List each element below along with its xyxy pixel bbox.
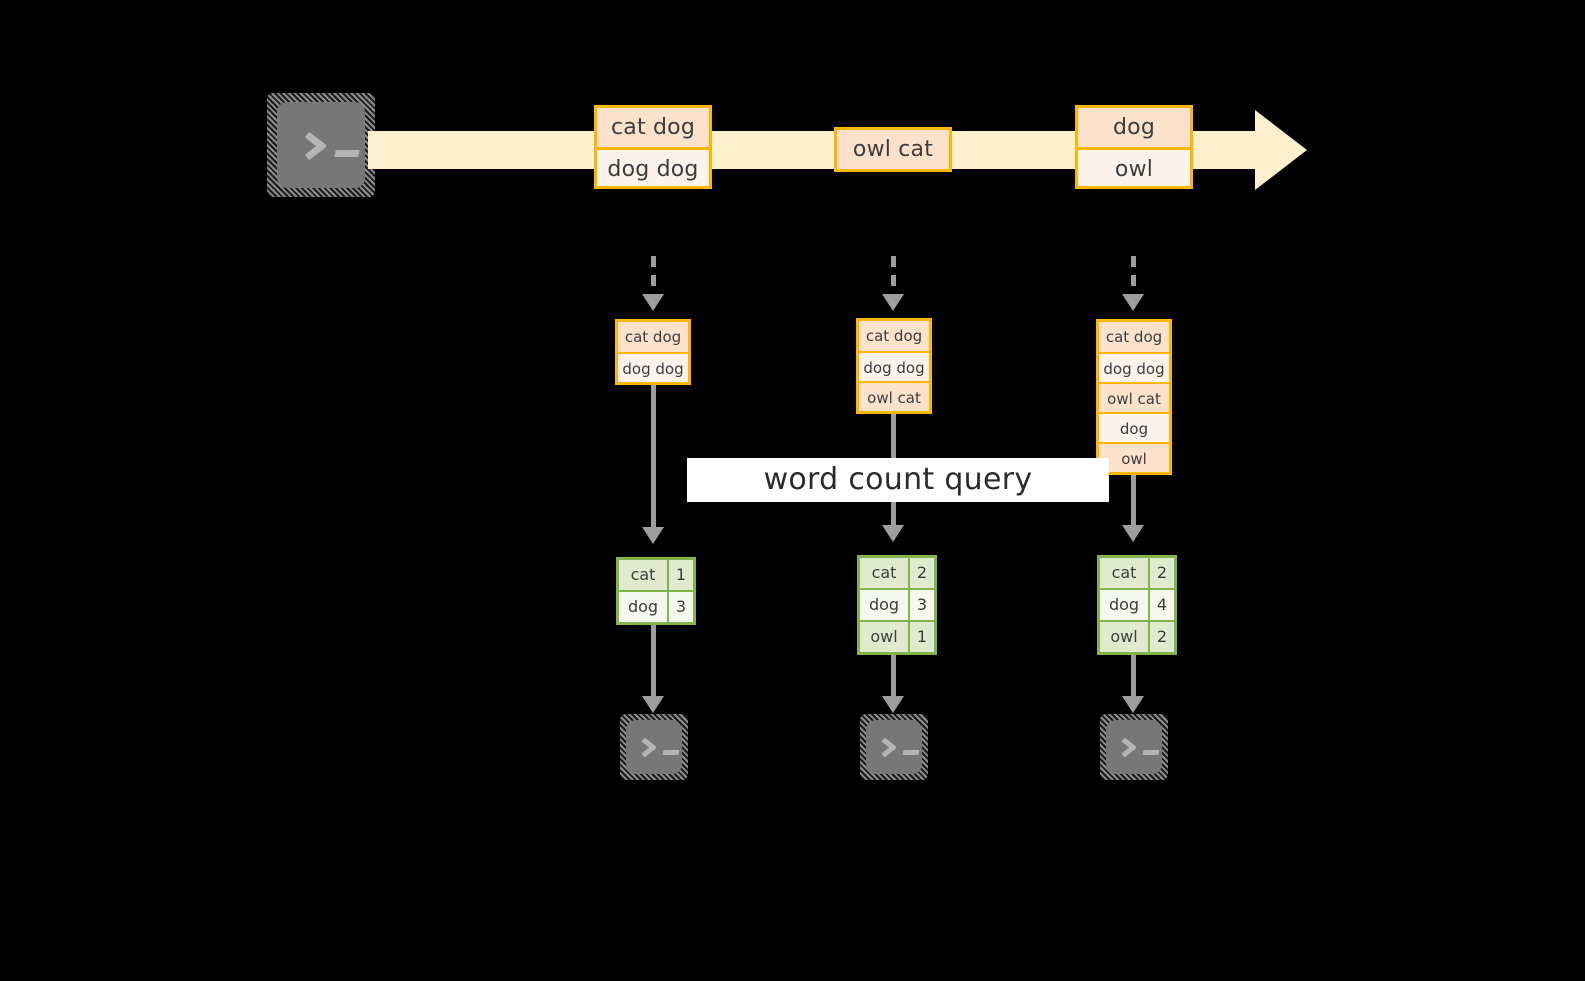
table-row: owl 1 (860, 620, 934, 652)
result-word: owl (860, 622, 908, 652)
terminal-underscore (662, 750, 680, 755)
connector-dashed-2 (891, 256, 896, 295)
stream-event-3: dog owl (1075, 105, 1193, 189)
connector-arrowhead-1 (642, 294, 664, 311)
connector-arrowhead-state-result-2 (882, 525, 904, 542)
stream-arrow-head (1255, 110, 1307, 190)
state-line: dog dog (618, 352, 688, 382)
connector-arrowhead-result-sink-1 (642, 696, 664, 713)
sink-terminal-icon-3 (1100, 714, 1168, 780)
stream-event-line: owl (1078, 147, 1190, 186)
terminal-underscore (902, 750, 920, 755)
result-table-2: cat 2 dog 3 owl 1 (857, 555, 937, 655)
terminal-chevron-lower (881, 744, 897, 758)
stream-event-line: cat dog (597, 108, 709, 147)
table-row: dog 3 (860, 588, 934, 620)
result-count: 1 (667, 560, 693, 590)
state-snapshot-3: cat dog dog dog owl cat dog owl (1096, 319, 1172, 475)
table-row: cat 1 (619, 560, 693, 590)
terminal-underscore (1142, 750, 1160, 755)
connector-arrowhead-3 (1122, 294, 1144, 311)
state-line: dog (1099, 412, 1169, 442)
query-label: word count query (687, 458, 1109, 502)
terminal-body (866, 720, 922, 774)
state-line: cat dog (1099, 322, 1169, 352)
result-count: 3 (667, 592, 693, 622)
state-line: cat dog (859, 321, 929, 351)
table-row: cat 2 (1100, 558, 1174, 588)
table-row: dog 4 (1100, 588, 1174, 620)
connector-result-to-sink-1 (651, 624, 656, 697)
connector-arrowhead-2 (882, 294, 904, 311)
state-snapshot-1: cat dog dog dog (615, 319, 691, 385)
connector-state-to-result-3 (1131, 475, 1136, 526)
terminal-body (626, 720, 682, 774)
table-row: owl 2 (1100, 620, 1174, 652)
result-word: dog (1100, 590, 1148, 620)
stream-event-1: cat dog dog dog (594, 105, 712, 189)
sink-terminal-icon-1 (620, 714, 688, 780)
result-table-3: cat 2 dog 4 owl 2 (1097, 555, 1177, 655)
stream-event-line: owl cat (837, 130, 949, 169)
table-row: cat 2 (860, 558, 934, 588)
result-count: 2 (908, 558, 934, 588)
result-count: 2 (1148, 558, 1174, 588)
result-count: 4 (1148, 590, 1174, 620)
connector-arrowhead-state-result-3 (1122, 525, 1144, 542)
result-word: owl (1100, 622, 1148, 652)
terminal-underscore (334, 150, 360, 157)
result-word: dog (860, 590, 908, 620)
state-line: owl cat (1099, 382, 1169, 412)
sink-terminal-icon-2 (860, 714, 928, 780)
state-line: cat dog (618, 322, 688, 352)
state-line: owl cat (859, 381, 929, 411)
connector-result-to-sink-3 (1131, 653, 1136, 697)
terminal-body (1106, 720, 1162, 774)
connector-result-to-sink-2 (891, 653, 896, 697)
terminal-body (277, 102, 365, 188)
result-table-1: cat 1 dog 3 (616, 557, 696, 625)
state-snapshot-2: cat dog dog dog owl cat (856, 318, 932, 414)
state-line: owl (1099, 442, 1169, 472)
result-count: 3 (908, 590, 934, 620)
connector-dashed-1 (651, 256, 656, 295)
result-word: cat (1100, 558, 1148, 588)
connector-state-to-result-1 (651, 383, 656, 528)
connector-arrowhead-result-sink-3 (1122, 696, 1144, 713)
terminal-chevron-lower (1121, 744, 1137, 758)
connector-arrowhead-result-sink-2 (882, 696, 904, 713)
source-terminal-icon (267, 93, 375, 197)
result-word: cat (619, 560, 667, 590)
connector-arrowhead-state-result-1 (642, 527, 664, 544)
stream-event-line: dog dog (597, 147, 709, 186)
state-line: dog dog (859, 351, 929, 381)
result-word: dog (619, 592, 667, 622)
stream-event-line: dog (1078, 108, 1190, 147)
stream-event-2: owl cat (834, 127, 952, 172)
state-line: dog dog (1099, 352, 1169, 382)
result-word: cat (860, 558, 908, 588)
terminal-chevron-lower (641, 744, 657, 758)
table-row: dog 3 (619, 590, 693, 622)
result-count: 2 (1148, 622, 1174, 652)
result-count: 1 (908, 622, 934, 652)
connector-dashed-3 (1131, 256, 1136, 295)
